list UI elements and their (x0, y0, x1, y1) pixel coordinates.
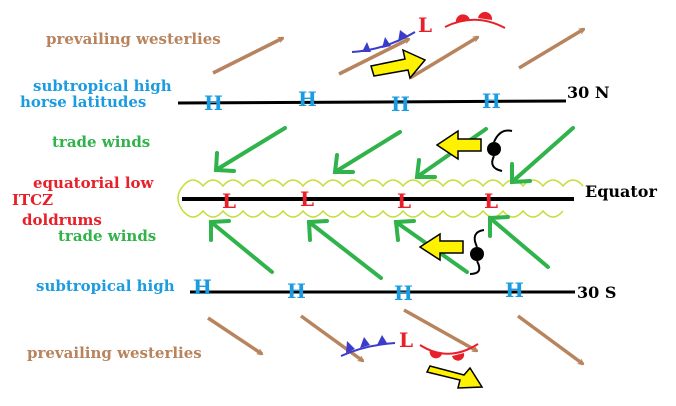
label-trade-winds-north: trade winds (52, 133, 150, 151)
label-horse-latitudes: horse latitudes (20, 93, 146, 111)
westerly-arrow (338, 37, 409, 76)
high-pressure-marker: H (298, 87, 317, 111)
westerly-arrow (409, 35, 478, 80)
warm-front-icon (429, 350, 442, 359)
trade-wind-arrow (306, 219, 383, 280)
trade-wind-arrow (488, 215, 550, 269)
warm-front-icon (444, 18, 506, 29)
high-pressure-marker: H (204, 91, 223, 115)
high-pressure-marker: H (391, 92, 410, 116)
trade-wind-arrow (332, 130, 402, 174)
warm-front-icon (455, 14, 470, 23)
warm-front-icon (478, 11, 493, 20)
storm-motion-arrow-icon (435, 129, 482, 161)
high-pressure-marker: H (287, 279, 306, 303)
westerly-arrow (403, 308, 477, 353)
cold-front-icon (398, 30, 408, 42)
hurricane-icon (487, 129, 513, 172)
storm-motion-arrow-icon (370, 48, 427, 80)
latitude-line-30n (177, 99, 567, 105)
high-pressure-marker: H (505, 278, 524, 302)
low-pressure-marker: L (222, 189, 236, 213)
westerly-arrow (516, 314, 583, 366)
label-equatorial-low: equatorial low (33, 174, 155, 192)
low-pressure-marker: L (300, 187, 314, 211)
hurricane-icon (469, 229, 485, 275)
label-equator: Equator (585, 182, 657, 201)
cold-front-icon (382, 37, 391, 48)
westerlies-arrows-south (207, 308, 583, 366)
itcz-cloud-band-bottom (182, 209, 564, 218)
high-pressure-marker: H (394, 281, 413, 305)
label-itcz: ITCZ (12, 191, 53, 209)
label-prevailing-westerlies-north: prevailing westerlies (46, 30, 221, 48)
frontal-low-marker: L (399, 328, 413, 352)
cold-front-icon (346, 341, 355, 353)
cold-front-icon (362, 42, 371, 52)
itcz-cloud-band-left-edge (177, 185, 184, 212)
westerly-arrow (299, 314, 363, 363)
label-30s: 30 S (577, 283, 616, 302)
cold-front-icon (340, 342, 396, 357)
storm-motion-arrow-icon (418, 232, 464, 262)
low-pressure-marker: L (484, 189, 498, 213)
trade-wind-arrows-south (209, 215, 550, 280)
low-pressure-marker: L (397, 189, 411, 213)
warm-front-icon (419, 343, 479, 355)
high-pressure-marker: H (193, 275, 212, 299)
high-pressure-marker: H (482, 89, 501, 113)
warm-front-icon (452, 353, 465, 361)
label-subtropical-high-north: subtropical high (33, 77, 172, 95)
storm-motion-arrow-icon (425, 365, 484, 389)
cold-front-icon (360, 337, 370, 348)
cold-front-icon (377, 335, 387, 345)
trade-wind-arrows-north (213, 126, 575, 185)
frontal-low-marker: L (418, 13, 432, 37)
westerly-arrow (207, 316, 262, 356)
westerly-arrow (518, 27, 584, 70)
trade-wind-arrow (209, 219, 274, 274)
label-prevailing-westerlies-south: prevailing westerlies (27, 344, 202, 362)
label-trade-winds-south: trade winds (58, 227, 156, 245)
westerly-arrow (212, 36, 283, 75)
label-30n: 30 N (567, 83, 609, 102)
trade-wind-arrow (213, 126, 287, 173)
trade-wind-arrow (510, 126, 575, 185)
westerlies-arrows-north (212, 27, 584, 80)
label-subtropical-high-south: subtropical high (36, 277, 175, 295)
label-doldrums: doldrums (22, 211, 102, 229)
